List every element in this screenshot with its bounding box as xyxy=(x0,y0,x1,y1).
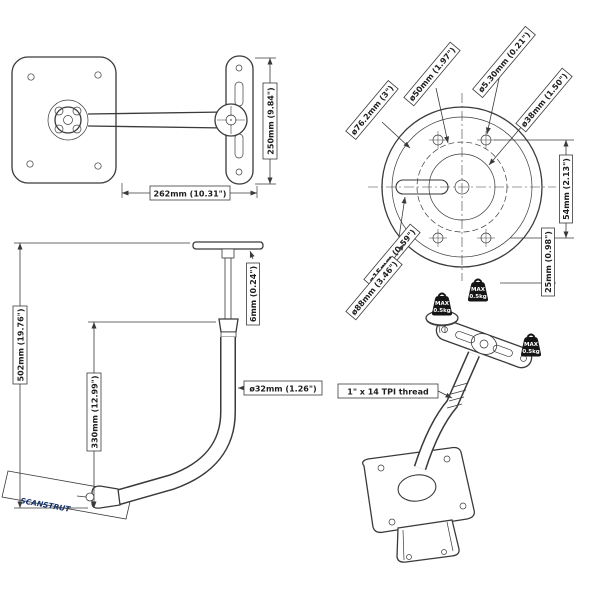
dimension-tube-diameter: ø32mm (1.26") xyxy=(238,380,323,396)
arm-edge xyxy=(87,125,227,129)
dimension-overall-height: 502mm (19.76") xyxy=(12,242,190,509)
dimension-label: 502mm (19.76") xyxy=(17,309,26,382)
wing-bracket-3d xyxy=(435,319,533,369)
dimension-label: 54mm (2.13") xyxy=(562,158,571,220)
arm-edge xyxy=(87,111,227,115)
top-plate-edge xyxy=(192,241,264,250)
corner-screw-hole xyxy=(26,160,34,168)
dimension-label: 250mm (9.84") xyxy=(267,87,276,154)
wing-bracket xyxy=(214,55,254,185)
dimension-height: 250mm (9.84") xyxy=(255,57,278,185)
slot xyxy=(395,179,449,195)
dimension-label: ø32mm (1.26") xyxy=(249,385,316,394)
dimension-width: 262mm (10.31") xyxy=(121,183,258,201)
dimension-label: ø50mm (1.97") xyxy=(407,46,457,103)
dimension-label: 262mm (10.31") xyxy=(154,190,227,199)
dimension-label-box xyxy=(149,185,231,201)
base-flange xyxy=(396,519,460,563)
svg-text:MAX: MAX xyxy=(435,301,450,307)
dimension-hole-edge: 25mm (0.98") xyxy=(500,227,556,297)
bolt-holes xyxy=(429,131,495,247)
svg-text:0.5kg: 0.5kg xyxy=(433,308,450,314)
max-load-icon: MAX 0.5kg xyxy=(520,333,542,357)
collar-fitting xyxy=(218,318,239,333)
dimension-label: ø5.30mm (0.21") xyxy=(477,30,533,94)
callout-rim: ø76.2mm (3") xyxy=(345,79,411,149)
thread-label: 1" x 14 TPI thread xyxy=(347,388,429,397)
side-view: SCANSTRUT 502mm (19.76") xyxy=(1,241,323,520)
dimension-label-box xyxy=(262,82,278,160)
dimension-plate-thickness: 6mm (0.24") xyxy=(246,241,262,326)
thread-callout: 1" x 14 TPI thread xyxy=(337,383,453,399)
upper-mast xyxy=(224,257,232,320)
dimension-label: ø76.2mm (3") xyxy=(349,84,396,137)
top-view: 262mm (10.31") 250mm (9.84") xyxy=(11,55,278,201)
callout-bolt-circle: ø50mm (1.97") xyxy=(403,41,461,144)
dimension-label: 25mm (0.98") xyxy=(544,231,553,293)
corner-screw-hole xyxy=(94,162,102,170)
bent-tube-core xyxy=(114,337,235,505)
plate-stem xyxy=(221,248,235,259)
pole-core xyxy=(415,351,479,470)
callout-mid-circle: ø38mm (1.50") xyxy=(488,67,573,166)
max-load-icon: MAX 0.5kg xyxy=(431,292,453,316)
dimension-pole-height: 330mm (12.99") xyxy=(86,321,216,508)
quickfit-hub xyxy=(47,99,89,141)
corner-screw-hole xyxy=(27,73,35,81)
base-plate xyxy=(362,446,475,534)
perspective-view: MAX 0.5kg MAX 0.5kg MAX 0.5kg 1" x 14 TP… xyxy=(337,278,542,563)
svg-text:0.5kg: 0.5kg xyxy=(522,349,539,355)
svg-text:0.5kg: 0.5kg xyxy=(469,294,486,300)
dimension-label: 330mm (12.99") xyxy=(91,376,100,449)
dimension-label: 6mm (0.24") xyxy=(249,266,258,322)
corner-screw-hole xyxy=(94,71,102,79)
dimension-label: ø38mm (1.50") xyxy=(519,72,569,129)
svg-text:MAX: MAX xyxy=(471,287,486,293)
thread-section xyxy=(446,382,469,409)
max-load-icon: MAX 0.5kg xyxy=(467,278,489,302)
bent-tube-outline xyxy=(113,337,236,506)
svg-text:MAX: MAX xyxy=(524,342,539,348)
collar-ring xyxy=(220,331,237,338)
mounting-plate-view: ø76.2mm (3") ø50mm (1.97") ø5.30mm (0.21… xyxy=(345,25,574,321)
